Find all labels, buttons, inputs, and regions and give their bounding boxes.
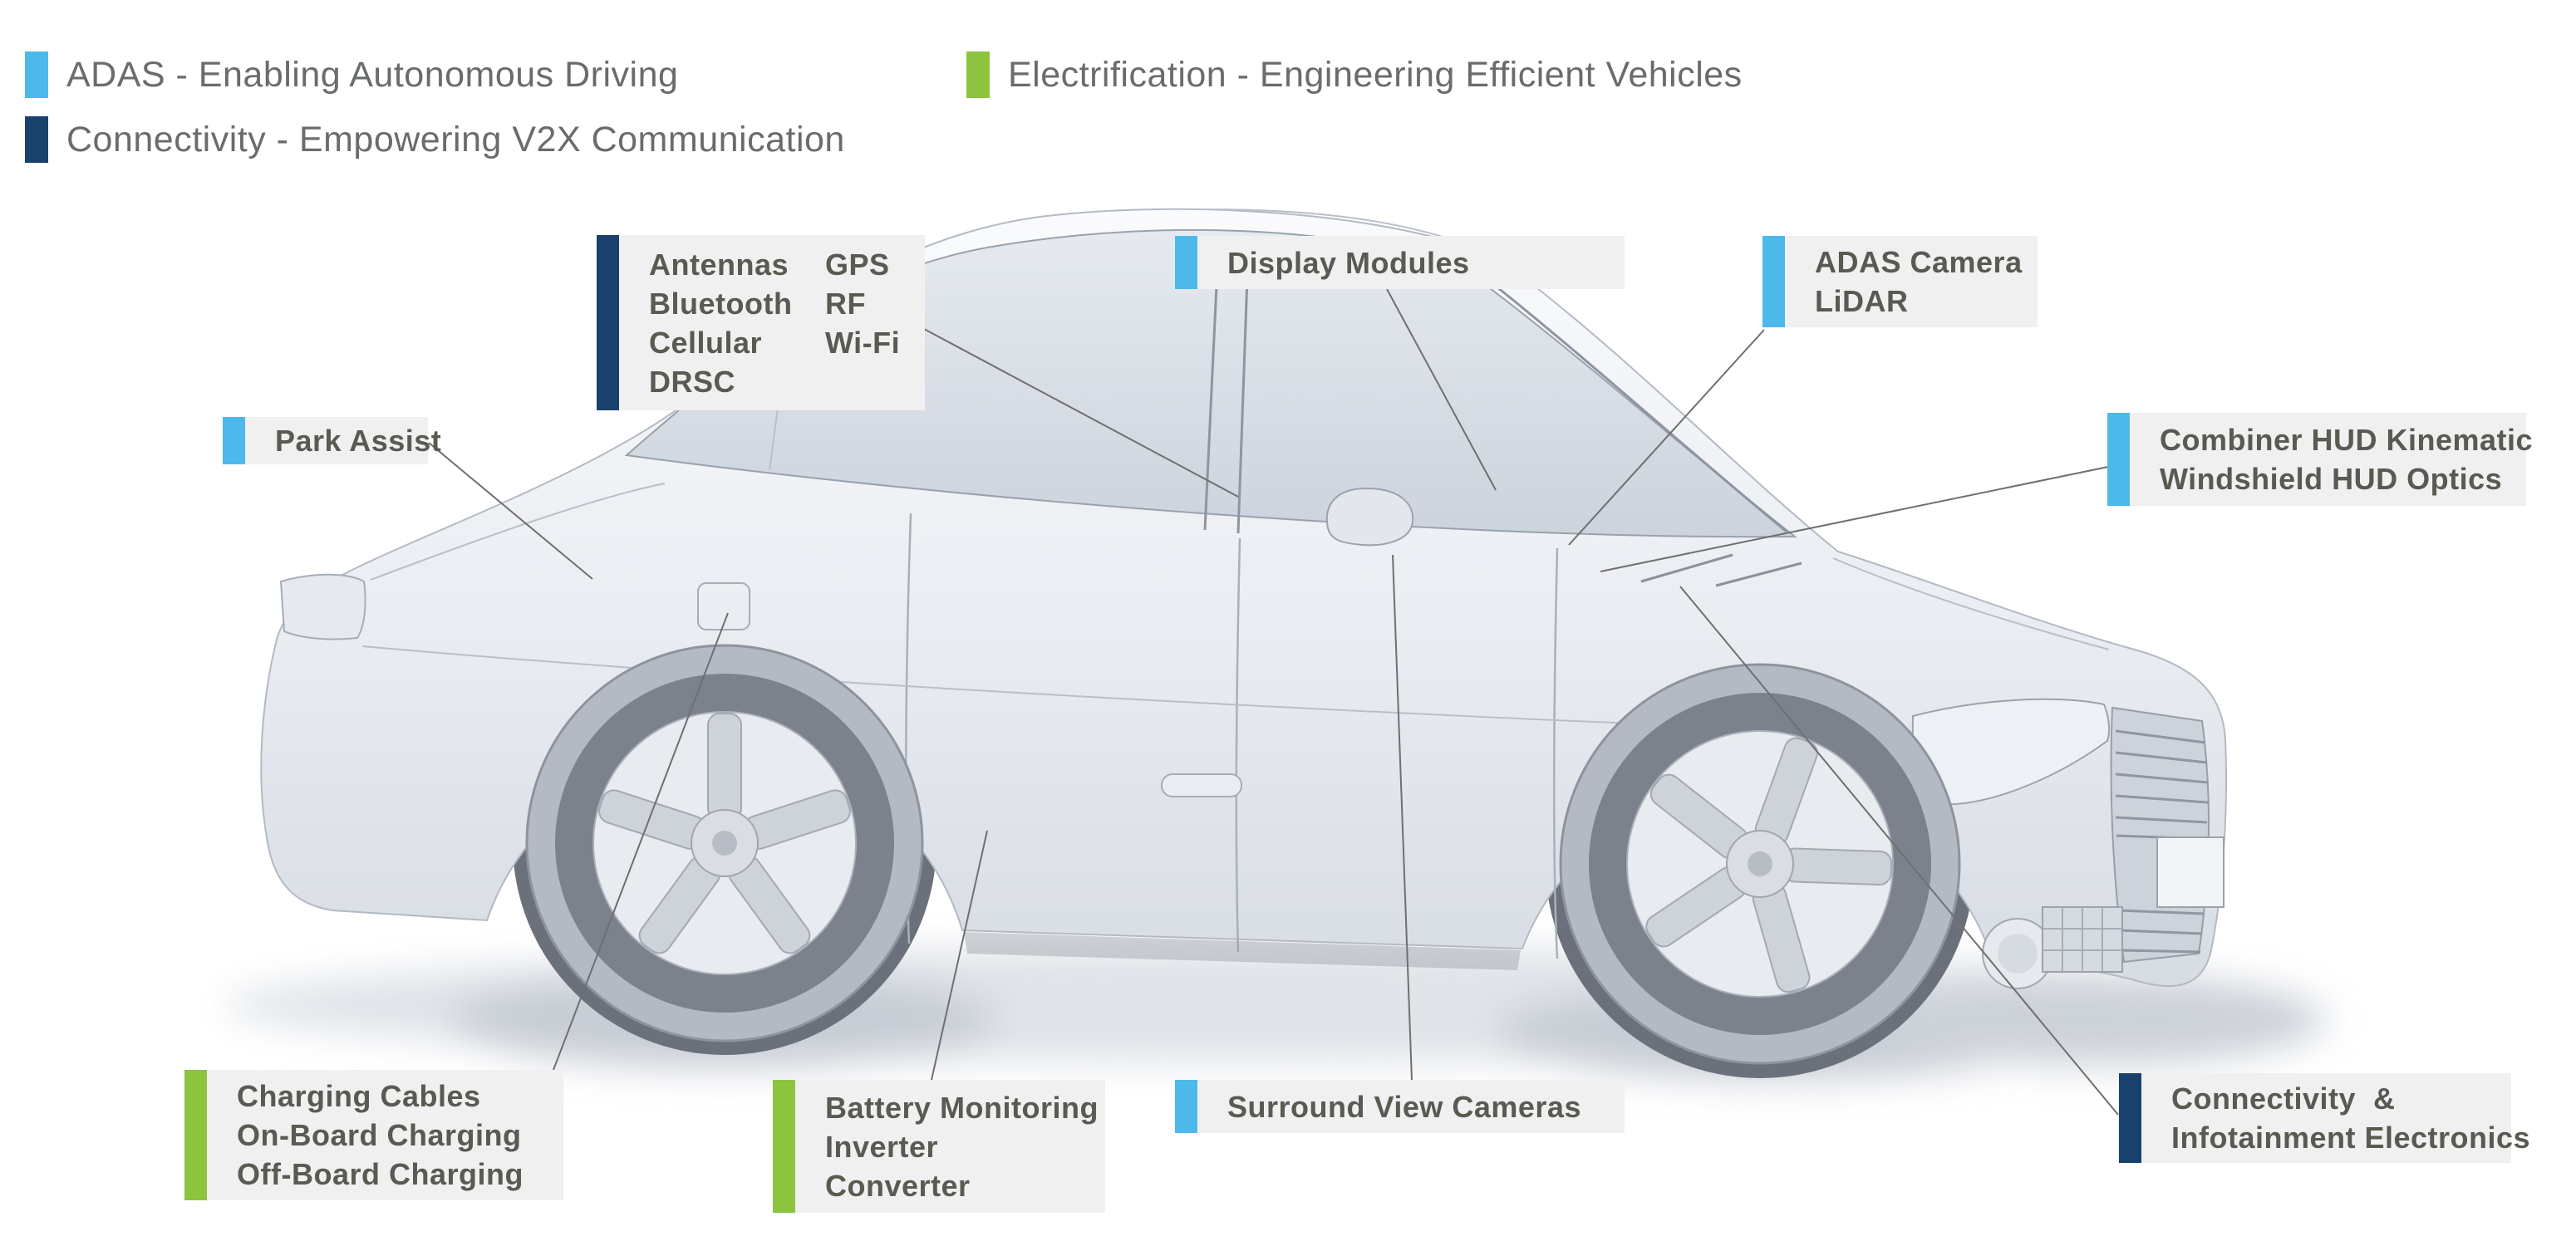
callout-line: GPS	[825, 247, 890, 282]
callout-line: Park Assist	[275, 424, 442, 458]
rear-wheel	[525, 644, 924, 1042]
category-bar-connectivity	[597, 235, 619, 410]
callout-adas-camera: ADAS Camera LiDAR	[1762, 236, 2038, 327]
category-bar-electrification	[773, 1080, 795, 1213]
callout-line: RF	[825, 286, 866, 321]
leader-line-battery	[931, 830, 988, 1081]
leader-line-charging	[553, 612, 729, 1071]
legend-label-connectivity: Connectivity - Empowering V2X Communicat…	[66, 120, 845, 159]
callout-line: Connectivity &	[2171, 1082, 2396, 1116]
callout-display-modules: Display Modules	[1175, 236, 1625, 289]
callout-line: Battery Monitoring	[825, 1090, 1099, 1125]
leader-line-adas-camera	[1568, 329, 1765, 546]
legend-swatch-electrification	[966, 52, 990, 98]
callout-connectivity-infotainment: Connectivity & Infotainment Electronics	[2119, 1073, 2531, 1163]
tail-light	[279, 573, 366, 640]
category-bar-adas	[1175, 1080, 1197, 1133]
license-plate	[2156, 836, 2225, 908]
leader-line-display-modules	[1386, 288, 1497, 491]
callout-line: Cellular	[649, 325, 763, 360]
charging-port-door	[697, 582, 750, 630]
callout-line: Converter	[825, 1168, 971, 1203]
legend-swatch-connectivity	[25, 116, 48, 163]
callout-charging: Charging Cables On-Board Charging Off-Bo…	[184, 1070, 563, 1200]
callout-line: Surround View Cameras	[1227, 1089, 1581, 1124]
category-bar-adas	[2107, 413, 2130, 506]
callout-line: Combiner HUD Kinematic	[2160, 423, 2534, 457]
front-wheel	[1559, 663, 1961, 1065]
category-bar-electrification	[184, 1070, 207, 1200]
legend-label-electrification: Electrification - Engineering Efficient …	[1008, 55, 1743, 95]
leader-line-park-assist	[428, 442, 593, 580]
wipers	[1640, 553, 1802, 587]
category-bar-connectivity	[2119, 1073, 2141, 1163]
callout-line: Off-Board Charging	[237, 1157, 524, 1191]
callout-battery: Battery Monitoring Inverter Converter	[773, 1080, 1105, 1213]
category-bar-adas	[1762, 236, 1785, 327]
bumper-intake	[2042, 906, 2123, 973]
leader-line-antennas	[923, 328, 1239, 498]
callout-surround-view: Surround View Cameras	[1175, 1080, 1625, 1133]
leader-lines	[428, 288, 2119, 1116]
category-bar-adas	[1175, 236, 1197, 289]
category-bar-adas	[223, 417, 245, 464]
leader-line-surround-view	[1392, 554, 1413, 1081]
callout-park-assist: Park Assist	[223, 417, 442, 464]
callout-line: DRSC	[649, 364, 736, 399]
callout-antennas: Antennas Bluetooth Cellular DRSC GPS RF …	[597, 235, 925, 410]
front-door-handle	[1161, 773, 1242, 797]
callout-line: Display Modules	[1227, 245, 1470, 280]
side-mirror	[1325, 487, 1414, 547]
front-grille	[2110, 706, 2225, 964]
callout-line: Windshield HUD Optics	[2160, 462, 2503, 496]
callout-line: Antennas	[649, 247, 789, 282]
callout-line: Charging Cables	[237, 1079, 481, 1113]
legend-item-electrification: Electrification - Engineering Efficient …	[966, 52, 1743, 98]
callout-line: Inverter	[825, 1129, 939, 1164]
callout-combiner-hud: Combiner HUD Kinematic Windshield HUD Op…	[2107, 413, 2534, 506]
callout-line: Infotainment Electronics	[2171, 1121, 2531, 1155]
callout-line: On-Board Charging	[237, 1118, 522, 1152]
legend-item-adas: ADAS - Enabling Autonomous Driving	[25, 52, 678, 98]
leader-line-connectivity	[1679, 586, 2119, 1116]
callout-line: Bluetooth	[649, 286, 793, 321]
leader-line-combiner-hud	[1600, 466, 2109, 572]
legend-label-adas: ADAS - Enabling Autonomous Driving	[66, 55, 679, 95]
legend-swatch-adas	[25, 52, 48, 98]
legend-item-connectivity: Connectivity - Empowering V2X Communicat…	[25, 116, 845, 163]
callout-line: Wi-Fi	[825, 325, 901, 360]
callout-line: LiDAR	[1815, 284, 1909, 318]
callout-line: ADAS Camera	[1815, 245, 2023, 279]
